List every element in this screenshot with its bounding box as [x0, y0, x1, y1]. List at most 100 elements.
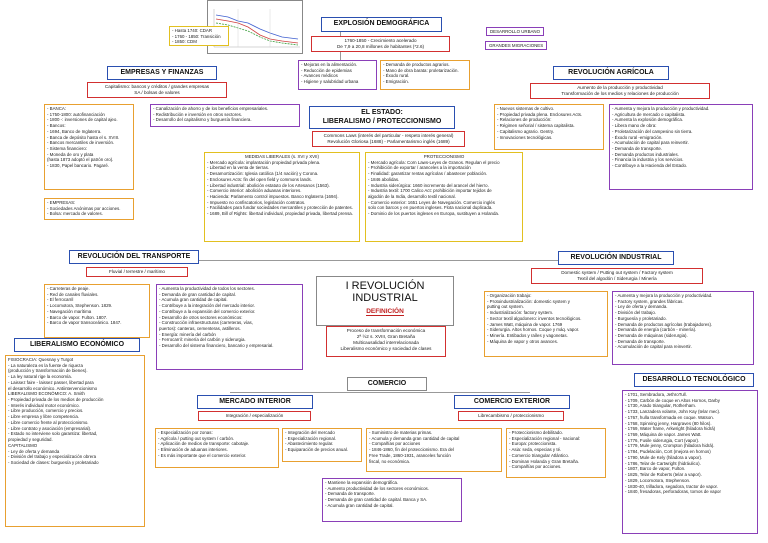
list-item: - Demanda productos industriales. — [612, 151, 679, 157]
demografia-consequences: - Demanda de productos agrarios. - Mano … — [380, 60, 470, 90]
list-item: - Desarrollo del sistema financiero, ban… — [159, 343, 274, 349]
list-item: - Moneda de oro y plata — [47, 151, 94, 157]
list-item: - Acumula y demanda gran cantidad de cap… — [369, 435, 460, 441]
list-item: - Comercio interior: abolición aduanas i… — [207, 188, 302, 194]
list-item: - El ferrocarril — [47, 297, 74, 303]
list-item: - Aplicación de medios de transporte: ca… — [158, 441, 250, 447]
list-item: - Locomotora, Stephenson. 1829. — [47, 303, 113, 309]
industrial-consequences: - Aumenta y mejora la producción y produ… — [612, 291, 754, 365]
list-item: FISIOCRACIA: Quesnay y Turgot — [8, 357, 74, 362]
medidas-liberales-box: MEDIDAS LIBERALES (s. XVI y XVII) - Merc… — [204, 152, 360, 242]
demografia-causes: - Mejoras en la alimentación. - Reducció… — [298, 60, 377, 90]
list-item: - Especialización regional. — [285, 435, 337, 441]
list-item: - Sociedades Anónimas por acciones. — [47, 205, 121, 211]
empresas-title: EMPRESAS Y FINANZAS — [107, 66, 217, 80]
summary-line: SA / bolsas de valores — [134, 89, 180, 95]
list-item: (producción y transformación de bienes). — [8, 368, 88, 374]
empresas-box: - EMPRESAS: - Sociedades Anónimas por ac… — [44, 198, 134, 220]
list-item: - Es más importante que el comercio exte… — [158, 452, 247, 458]
comercio-exterior-left: - Suministro de materias primas. - Acumu… — [366, 428, 502, 472]
transporte-causes: - Carreteras de peaje. - Red de canales … — [44, 284, 150, 338]
transporte-title: REVOLUCIÓN DEL TRANSPORTE — [69, 250, 199, 264]
summary-line: Revolución Gloriosa (1688) - Parlamentar… — [327, 138, 450, 144]
list-item: - Demanda de transporte. — [615, 338, 666, 344]
summary-line: Domestic system / Putting out system / F… — [561, 270, 673, 275]
connector-line — [110, 260, 670, 261]
list-item: - Demanda de máquinas (siderurgia). — [615, 333, 688, 339]
list-item: - Libertad industrial: abolición estatut… — [207, 182, 330, 188]
list-item: - 1709, Carbón de coque en Altos Hornos,… — [625, 397, 720, 403]
definition-line: 2ª ½2 s. XVIII, Gran Bretaña — [356, 333, 416, 339]
list-item: - Demanda de gran cantidad de capital. — [159, 291, 236, 297]
list-item: - 1840, fresadoras, perforadoras, tornos… — [625, 489, 721, 495]
list-item: (hasta 1873 adoptó el patrón oro). — [47, 157, 114, 163]
list-item: - Contribuye a la integración del mercad… — [159, 303, 255, 309]
list-item: - Avances médicos — [301, 73, 338, 79]
list-item: - Industria siderúrgica: 1660 incremento… — [368, 182, 489, 188]
list-item: - Libre comercio frente al proteccionism… — [8, 419, 89, 425]
list-item: - 1694, Banco de Inglaterra. — [47, 128, 102, 134]
liberalismo-title: LIBERALISMO ECONÓMICO — [14, 338, 140, 352]
list-item: - Minería. Entibados y raíles y vagoneta… — [487, 333, 568, 339]
list-item: - Agricultura de mercado o capitalista. — [612, 111, 686, 117]
list-item: - Aumento productividad de los sectores … — [325, 485, 429, 491]
list-item: - Red de canales fluviales. — [47, 291, 99, 297]
list-item: - Relaciones de producción: — [497, 117, 552, 123]
list-item: - 1701, Sembradora, JethroTull. — [625, 392, 687, 397]
list-item: - Comercio triangular Atlántico. — [509, 452, 570, 458]
list-item: - Higiene y salubridad urbana — [301, 79, 359, 85]
summary-line: Aumento de la producción y productividad — [577, 85, 663, 90]
list-item: - Contribuye a la Hacienda del Estado. — [612, 163, 688, 169]
list-item: - División del trabajo y especialización… — [8, 454, 97, 460]
list-item: - Suministro de materias primas. — [369, 430, 433, 435]
legend-item: - 1850: CDM — [172, 39, 197, 45]
demografia-title: EXPLOSIÓN DEMOGRÁFICA — [321, 17, 442, 32]
list-item: - Enclosures Acts: fin del open field y … — [207, 176, 312, 182]
list-item: - Compañías por acciones. — [509, 464, 562, 470]
proteccionismo-box: PROTECCIONISMO - Mercado agrícola: Corn … — [365, 152, 523, 242]
estado-summary: Commons Laws (interés del particular - r… — [312, 131, 465, 147]
list-item: - 1733, Lanzadera volante, John Kay (tel… — [625, 409, 721, 415]
list-item: - Barco de vapor transoceánico. 1847. — [47, 320, 122, 326]
list-item: - Sociedad de clases: burguesía y prolet… — [8, 459, 99, 465]
list-item: - Libre contrato y asociación (empresari… — [8, 425, 92, 431]
transporte-summary: Fluvial / terrestre / marítimo — [86, 267, 188, 277]
list-item: - Éxodo rural -emigración. — [612, 134, 663, 140]
list-item: - Eliminación de aduanas interiores. — [158, 447, 228, 453]
list-item: - Mejoras en la alimentación. — [301, 62, 358, 67]
list-item: - James Watt, máquina de vapor. 1769 — [487, 321, 563, 327]
list-item: - Demanda de productos agrícolas (trabaj… — [615, 321, 713, 327]
list-item: - Libera mano de obra: — [612, 123, 657, 129]
list-item: - Proletarización del campesino sin tier… — [612, 128, 693, 134]
list-item: solo con barcos y en puertos ingleses. F… — [368, 205, 493, 211]
list-item: - Compañías por acciones — [369, 441, 421, 447]
list-item: - 1689, Bill of Rights: libertad individ… — [207, 211, 353, 217]
list-item: - Integración del mercado — [285, 430, 335, 435]
list-item: - 1830-40, trilladora, segadora, tractor… — [625, 483, 718, 489]
mercado-interior-title: MERCADO INTERIOR — [197, 395, 313, 409]
tag-grandes-migraciones: GRANDES MIGRACIONES — [485, 41, 548, 50]
list-item: - Dominio de los puertos ingleses en Eur… — [368, 211, 500, 217]
list-item: - Comercio exterior: 1651 Leyes de Naveg… — [368, 199, 495, 205]
list-item: - Aumenta la explosión demográfica. — [612, 117, 684, 123]
list-item: - Finalidad: garantizar rentas agrícolas… — [368, 171, 488, 177]
list-item: - Sector textil algodonero: inventos tec… — [487, 315, 582, 321]
list-item: - Contribuye a la expansión del comercio… — [159, 308, 256, 314]
agricola-summary: Aumento de la producción y productividad… — [530, 83, 710, 99]
list-item: - Prohibición de exportar / aranceles a … — [368, 165, 471, 171]
list-item: - Especialización regional - nacional: — [509, 435, 581, 441]
box-heading: MEDIDAS LIBERALES (s. XVI y XVII) — [245, 154, 319, 159]
list-item: el desarrollo económico. Antiintervencio… — [8, 385, 98, 391]
list-item: - Innovaciones tecnológicas. — [497, 134, 553, 140]
legend-item: - 1760 - 1850: Transición — [172, 33, 221, 39]
list-item: - Mano de obra barata: proletarización. — [383, 67, 459, 73]
list-item: - Estado no interviene solo garantiza: l… — [8, 431, 98, 437]
list-item: - Acumulación de capital para reinvertir… — [612, 140, 689, 146]
mercado-interior-left: - Especialización por zonas: - Agrícola … — [155, 428, 279, 468]
summary-line: 1760-1850 - Crecimiento acelerado — [344, 38, 417, 43]
list-item: CAPITALISMO — [8, 442, 38, 448]
list-item: - 1784, Pudelación, Cort (mejora en horn… — [625, 449, 711, 455]
list-item: - Nuevos sistemas de cultivo. — [497, 106, 555, 111]
list-item: - EMPRESAS: — [47, 200, 76, 205]
list-item: - Interés individual motor económico. — [8, 402, 80, 408]
